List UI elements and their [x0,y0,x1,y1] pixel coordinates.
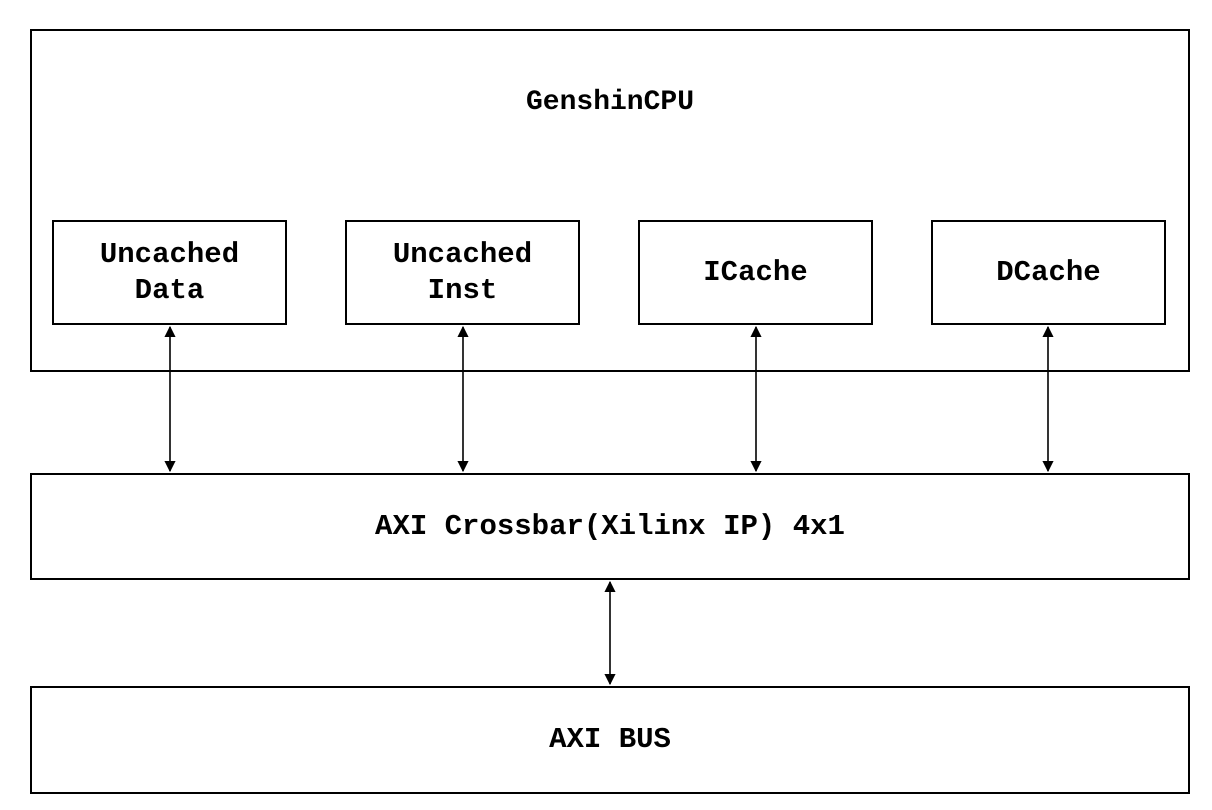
axi-crossbar-label: AXI Crossbar(Xilinx IP) 4x1 [375,509,845,543]
axi-crossbar-block: AXI Crossbar(Xilinx IP) 4x1 [30,473,1190,580]
uncached-data-unit: Uncached Data [52,220,287,325]
dcache-label: DCache [996,255,1101,289]
uncached-data-label: Uncached Data [99,237,240,307]
icache-label: ICache [703,255,808,289]
cpu-title: GenshinCPU [525,87,695,118]
axi-bus-label: AXI BUS [549,723,671,756]
dcache-unit: DCache [931,220,1166,325]
uncached-inst-unit: Uncached Inst [345,220,580,325]
axi-bus-block: AXI BUS [30,686,1190,794]
uncached-inst-label: Uncached Inst [392,237,533,307]
icache-unit: ICache [638,220,873,325]
